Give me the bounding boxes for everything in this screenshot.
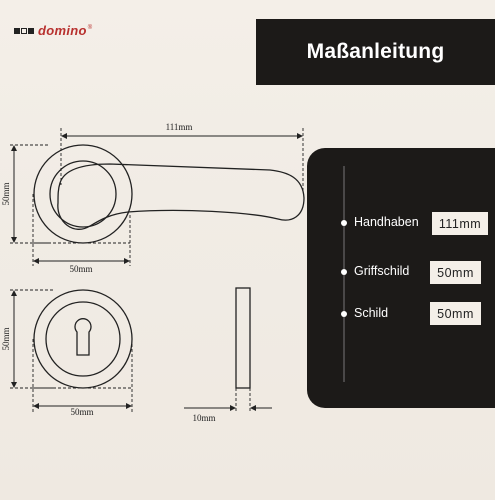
registered-mark: ® xyxy=(87,24,93,31)
handle-rose-outer xyxy=(33,144,133,244)
label-rose: Griffschild xyxy=(354,264,410,278)
brand-name: domino xyxy=(38,23,87,38)
keyhole xyxy=(74,318,92,356)
handle-rose-inner xyxy=(49,160,117,228)
lever-handle xyxy=(57,163,305,230)
value-rose: 50mm xyxy=(430,261,481,284)
label-escutcheon: Schild xyxy=(354,306,389,320)
dim-label-rose-width: 50mm xyxy=(69,264,92,274)
title-banner: Maßanleitung xyxy=(256,19,495,85)
dim-label-thickness: 10mm xyxy=(192,413,215,423)
dim-label-escutcheon-width: 50mm xyxy=(70,407,93,417)
dim-label-handle-length: 111mm xyxy=(166,122,193,132)
label-handle: Handhaben xyxy=(354,215,419,229)
brand-logo: domino ® xyxy=(14,23,92,38)
escutcheon-inner xyxy=(45,301,121,377)
value-handle: 111mm xyxy=(432,212,488,235)
panel-timeline xyxy=(341,166,347,382)
profile-plate xyxy=(235,287,251,389)
value-escutcheon: 50mm xyxy=(430,302,481,325)
dim-label-rose-height: 50mm xyxy=(1,182,11,205)
timeline-dot-rose xyxy=(341,269,347,275)
timeline-dot-escutcheon xyxy=(341,311,347,317)
dimensions-panel: Handhaben 111mm Griffschild 50mm Schild … xyxy=(307,148,495,408)
page-title: Maßanleitung xyxy=(306,40,445,63)
logo-mark-icon xyxy=(14,27,34,34)
escutcheon-outer xyxy=(33,289,133,389)
dim-label-escutcheon-height: 50mm xyxy=(1,327,11,350)
timeline-dot-handle xyxy=(341,220,347,226)
